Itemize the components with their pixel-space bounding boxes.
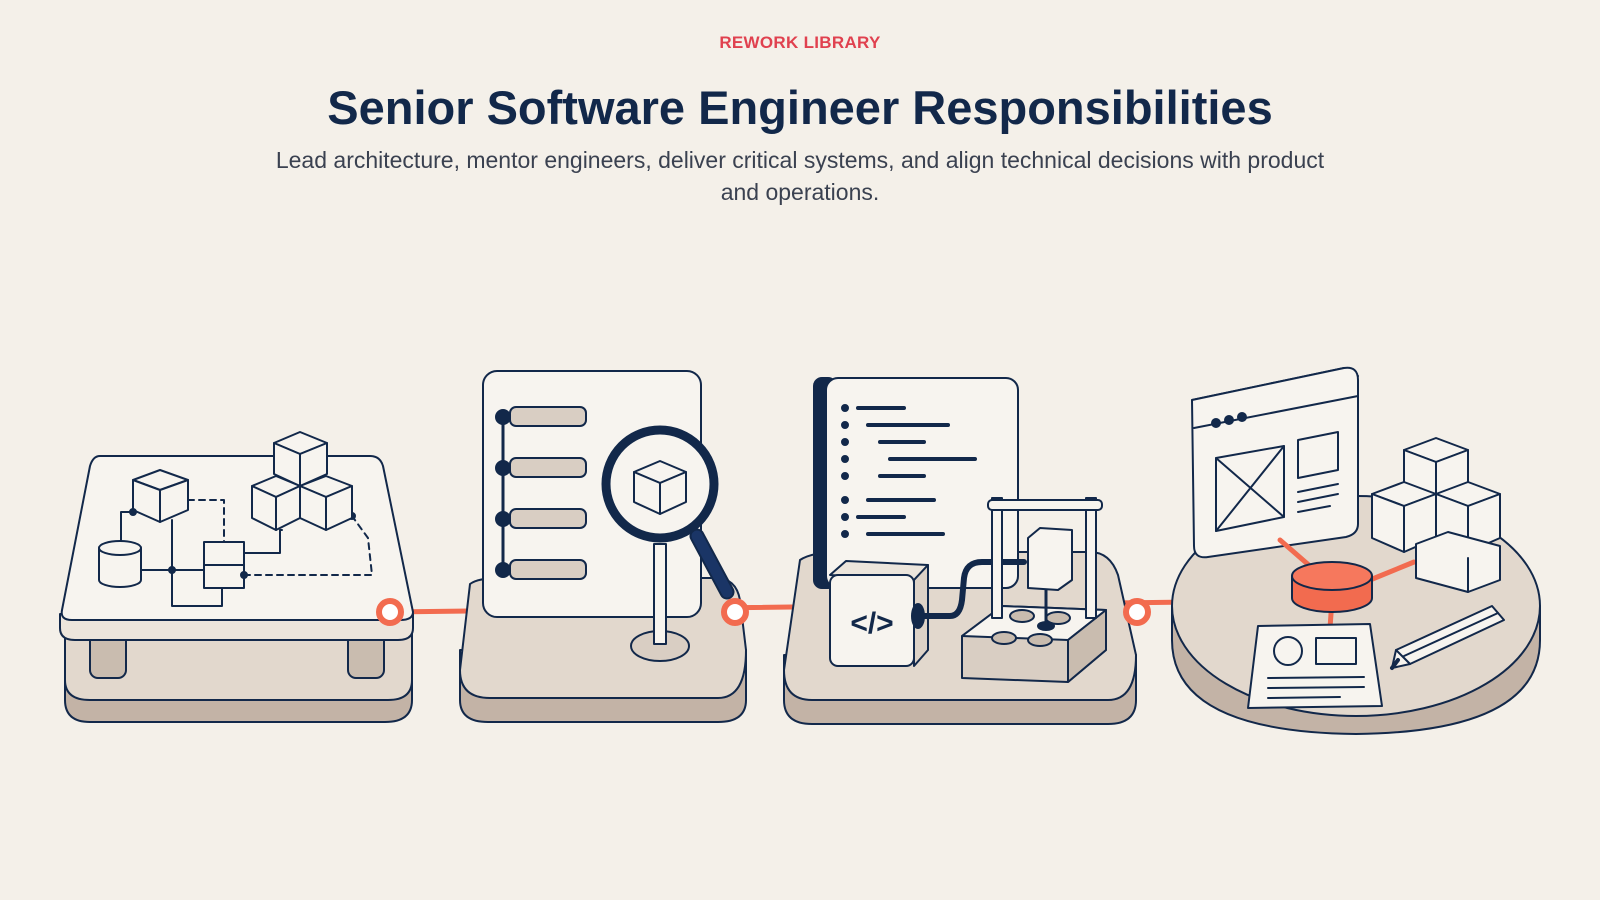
cube-icon xyxy=(132,469,189,523)
database-hub-icon xyxy=(1291,561,1373,613)
checklist-items xyxy=(495,406,587,580)
magnifier-icon xyxy=(601,425,735,662)
code-cube-icon: </> xyxy=(829,560,929,667)
connector-nodes xyxy=(376,598,1151,626)
browser-window-icon xyxy=(1191,366,1359,559)
pencil-icon xyxy=(1390,605,1505,670)
eyebrow-label: REWORK LIBRARY xyxy=(719,33,881,52)
robot-arm-icon xyxy=(961,497,1107,683)
code-symbol: </> xyxy=(850,607,893,640)
architecture-diagram-platform xyxy=(59,431,414,723)
cube-stack-icon xyxy=(251,431,353,531)
page-subtitle: Lead architecture, mentor engineers, del… xyxy=(275,147,1325,205)
product-operations-platform xyxy=(1171,366,1541,735)
profile-card-icon xyxy=(1247,623,1383,709)
code-lines xyxy=(841,404,977,538)
page-title: Senior Software Engineer Responsibilitie… xyxy=(327,81,1273,134)
review-checklist-platform xyxy=(459,370,747,723)
code-delivery-platform: </> xyxy=(783,377,1137,725)
cube-stack-icon xyxy=(1371,437,1501,593)
